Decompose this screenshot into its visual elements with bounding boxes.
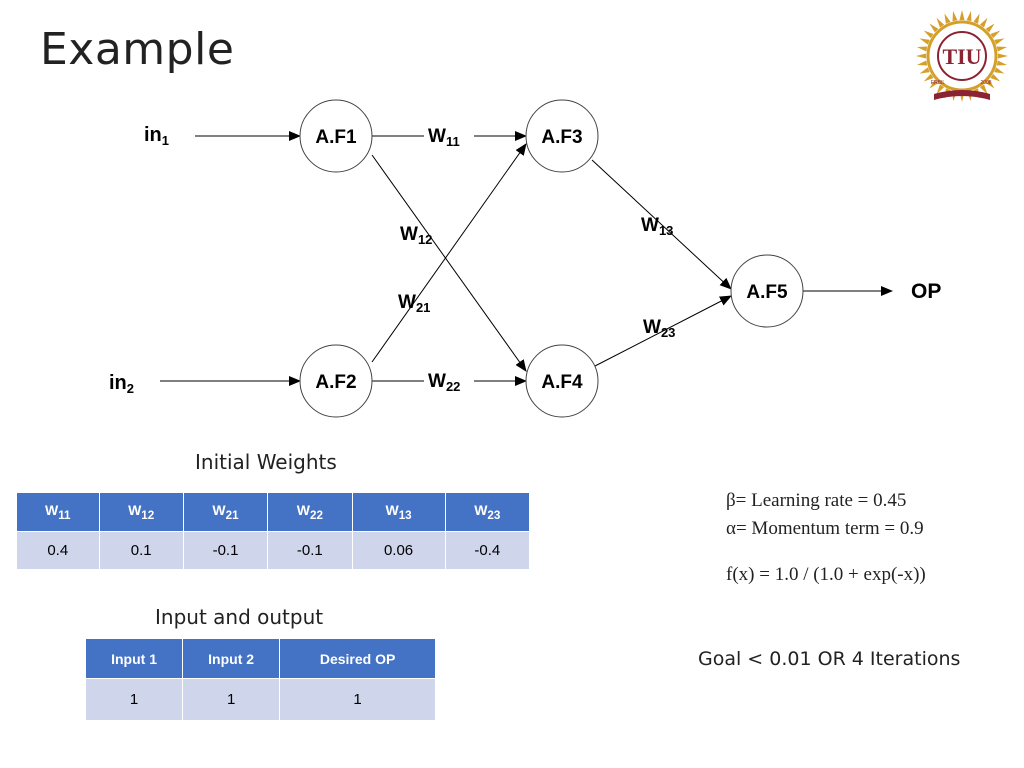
logo-ray [979, 17, 988, 28]
header-cell-input-2: Input 2 [182, 638, 281, 679]
initial-weights-table: W11 W12 W21 W22 W13 W23 0.4 0.1 -0.1 -0.… [16, 492, 531, 570]
output-label: OP [911, 280, 941, 303]
logo-ray [952, 10, 958, 22]
weight-w22-label: W22 [428, 371, 460, 394]
logo-ray [994, 67, 1005, 74]
slide-title: Example [40, 24, 235, 75]
activation-function-text: f(x) = 1.0 / (1.0 + exp(-x)) [726, 564, 926, 585]
value-cell-w21: -0.1 [182, 531, 269, 570]
goal-text: Goal < 0.01 OR 4 Iterations [698, 648, 961, 670]
value-cell-desired-op: 1 [279, 678, 436, 721]
logo-ray [996, 60, 1008, 66]
logo-ray [936, 84, 945, 95]
header-cell-w13: W13 [351, 492, 446, 532]
learning-rate-text: β= Learning rate = 0.45 [726, 490, 907, 511]
weight-w21-label: W21 [398, 292, 430, 315]
logo-text: TIU [942, 44, 981, 69]
input-1-label: in1 [144, 124, 169, 148]
initial-weights-caption: Initial Weights [195, 450, 337, 474]
logo-ray [959, 10, 965, 21]
value-cell-input-2: 1 [182, 678, 281, 721]
value-cell-w22: -0.1 [267, 531, 353, 570]
node-af2-label: A.F2 [315, 372, 356, 393]
input-2-label: in2 [109, 372, 134, 396]
edge-af3-af5 [591, 159, 732, 290]
edge-af4-af5 [594, 295, 732, 367]
header-cell-input-1: Input 1 [84, 638, 184, 679]
logo-ray [990, 30, 1001, 39]
logo-ray [979, 84, 988, 95]
logo-ray [996, 46, 1008, 52]
momentum-text: α= Momentum term = 0.9 [726, 518, 924, 539]
logo-ray [990, 73, 1001, 82]
logo-ray [985, 79, 995, 89]
logo-ray [919, 38, 930, 45]
weight-w11-label: W11 [428, 126, 460, 149]
header-cell-w22: W22 [267, 492, 353, 532]
table-row: 1 1 1 [84, 678, 436, 721]
node-af1: A.F1 [299, 99, 373, 173]
logo-ray [916, 46, 928, 52]
input-output-caption: Input and output [155, 605, 324, 629]
node-af4-label: A.F4 [541, 372, 583, 393]
weight-w23-label: W23 [643, 317, 675, 340]
logo-book-icon [934, 90, 990, 100]
logo-ray [929, 79, 939, 89]
table-row: 0.4 0.1 -0.1 -0.1 0.06 -0.4 [16, 531, 531, 570]
logo-ray [916, 60, 928, 66]
logo-ray [997, 53, 1008, 59]
weight-w12-label: W12 [400, 224, 432, 247]
node-af2: A.F2 [299, 344, 373, 418]
edge-af1-af4 [371, 154, 527, 372]
header-cell-w23: W23 [444, 492, 531, 532]
logo-ray [985, 23, 995, 33]
logo-ray [923, 73, 934, 82]
logo-ray [994, 38, 1005, 45]
logo-ray [973, 13, 980, 24]
university-logo: TIU ERBIL 2008 [916, 10, 1008, 102]
node-af1-label: A.F1 [315, 127, 357, 148]
header-cell-desired-op: Desired OP [279, 638, 436, 679]
value-cell-input-1: 1 [84, 678, 184, 721]
neural-network-diagram: A.F1 A.F2 A.F3 A.F4 A.F5 in1 in2 OP W11 … [109, 99, 941, 418]
value-cell-w11: 0.4 [16, 531, 100, 570]
value-cell-w13: 0.06 [351, 531, 446, 570]
logo-year: 2008 [980, 80, 991, 86]
edge-af2-af3 [371, 143, 527, 363]
table-header-row: W11 W12 W21 W22 W13 W23 [16, 492, 531, 532]
logo-ray [936, 17, 945, 28]
node-af3: A.F3 [525, 99, 599, 173]
header-cell-w12: W12 [98, 492, 184, 532]
header-cell-w21: W21 [182, 492, 269, 532]
input-output-table: Input 1 Input 2 Desired OP 1 1 1 [84, 638, 436, 721]
node-af4: A.F4 [525, 344, 599, 418]
table-header-row: Input 1 Input 2 Desired OP [84, 638, 436, 679]
weight-w13-label: W13 [641, 215, 673, 238]
logo-ray [916, 53, 927, 59]
logo-ray [929, 23, 939, 33]
header-cell-w11: W11 [16, 492, 100, 532]
node-af5-label: A.F5 [746, 282, 788, 303]
logo-ray [923, 30, 934, 39]
logo-ray [966, 10, 972, 22]
node-af5: A.F5 [730, 254, 804, 328]
node-af3-label: A.F3 [541, 127, 582, 148]
logo-ray [944, 13, 951, 24]
value-cell-w12: 0.1 [98, 531, 184, 570]
parameters-block: β= Learning rate = 0.45 α= Momentum term… [726, 490, 966, 592]
value-cell-w23: -0.4 [444, 531, 531, 570]
logo-city: ERBIL [931, 80, 946, 86]
logo-ray [919, 67, 930, 74]
